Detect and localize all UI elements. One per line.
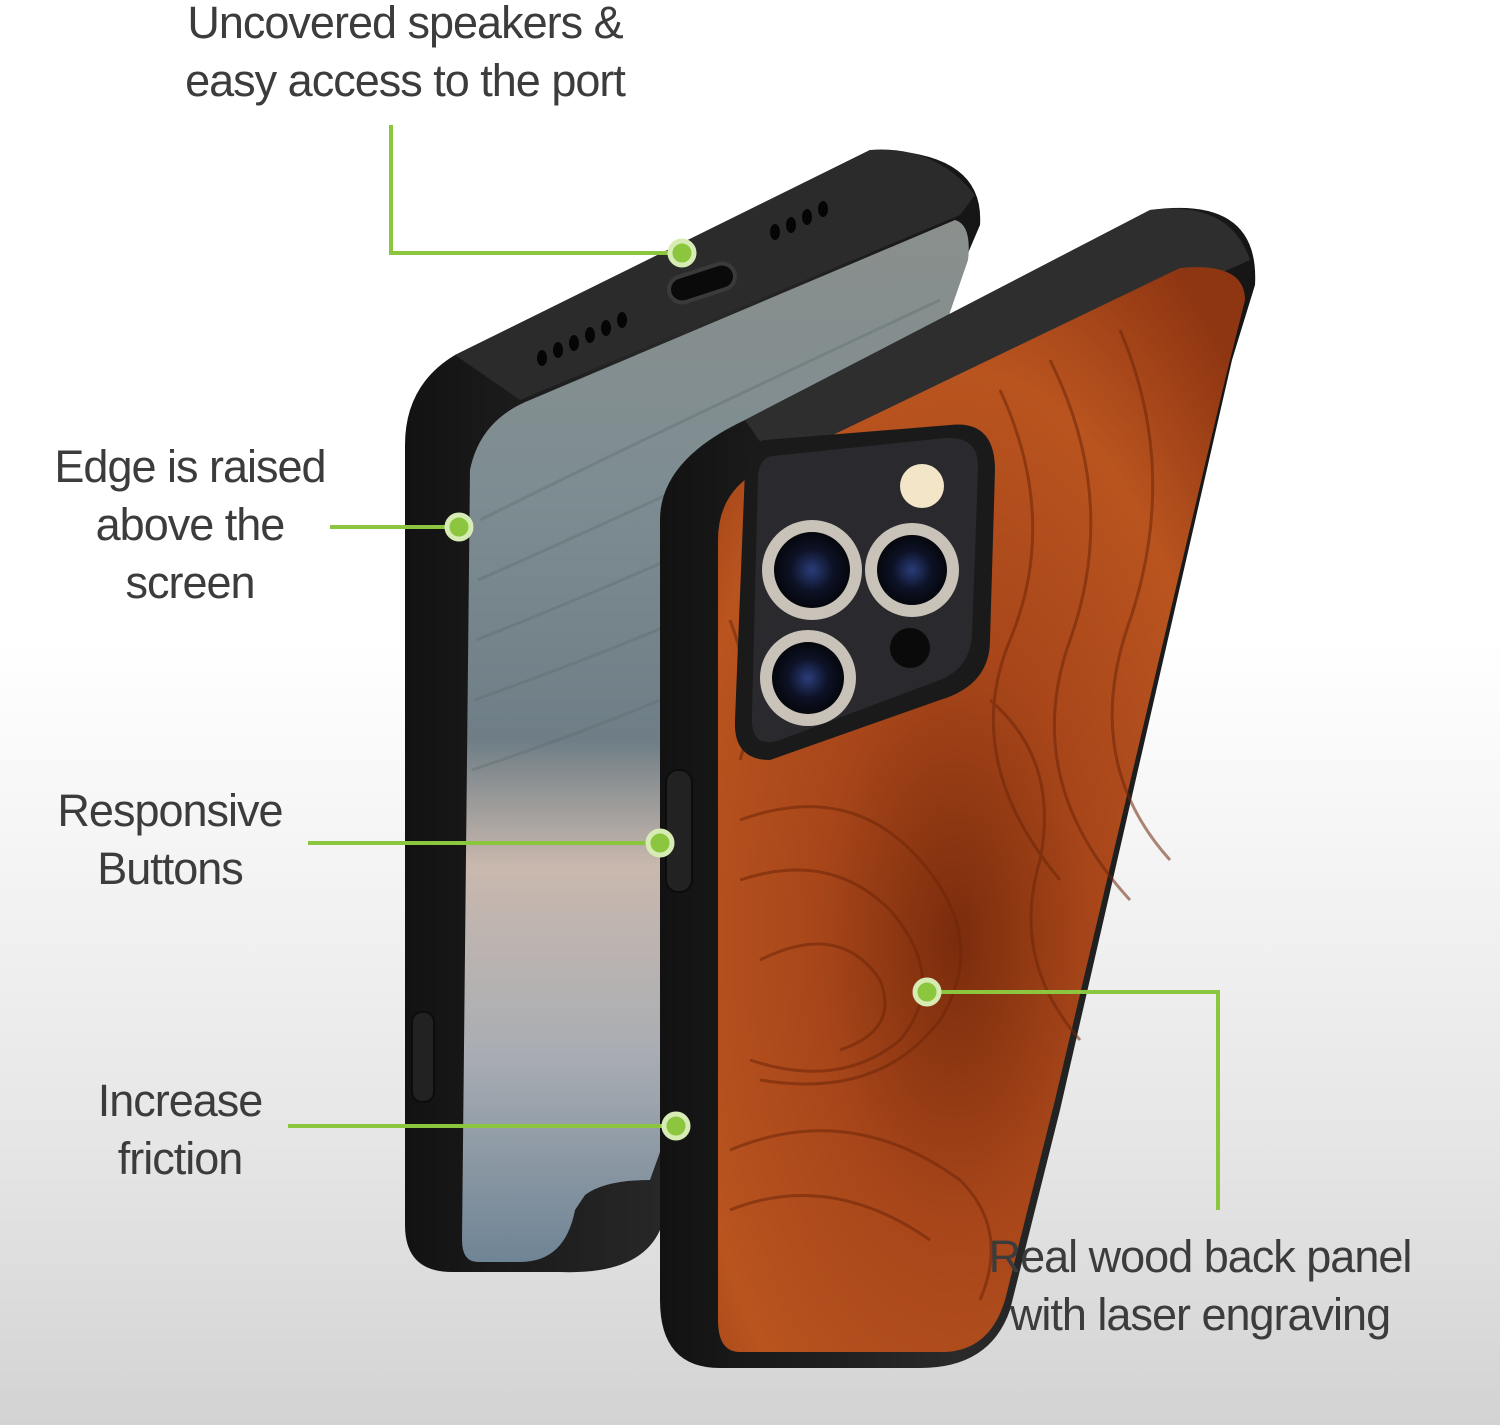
speaker-grille-left <box>537 312 627 366</box>
callout-buttons-line2: Buttons <box>97 843 244 894</box>
wood-grain <box>728 329 1172 1301</box>
callout-wood: Real wood back panel with laser engravin… <box>955 1228 1445 1344</box>
callout-buttons: Responsive Buttons <box>30 782 310 898</box>
callout-wood-line1: Real wood back panel <box>988 1231 1413 1282</box>
callout-edge-line2: above the <box>95 499 286 550</box>
callout-friction: Increase friction <box>60 1072 300 1188</box>
callout-wood-line2: with laser engraving <box>1009 1289 1391 1340</box>
callout-buttons-line1: Responsive <box>57 785 283 836</box>
volume-button <box>665 769 693 893</box>
usb-port <box>667 261 737 305</box>
callout-speakers-line1: Uncovered speakers & <box>187 0 623 48</box>
back-phone-case <box>660 207 1256 1368</box>
side-button <box>411 1011 435 1103</box>
callout-edge: Edge is raised above the screen <box>30 438 350 612</box>
callout-dots <box>444 238 942 1141</box>
callout-speakers-line2: easy access to the port <box>185 55 626 106</box>
callout-edge-line1: Edge is raised <box>54 441 326 492</box>
flash-icon <box>900 464 944 508</box>
callout-edge-line3: screen <box>125 557 255 608</box>
leader-lines <box>288 125 1220 1210</box>
camera-module <box>734 424 995 760</box>
speaker-grille-right <box>770 201 828 240</box>
lidar-sensor-icon <box>890 628 930 668</box>
callout-friction-line1: Increase <box>97 1075 264 1126</box>
callout-friction-line2: friction <box>117 1133 244 1184</box>
callout-speakers: Uncovered speakers & easy access to the … <box>150 0 660 110</box>
